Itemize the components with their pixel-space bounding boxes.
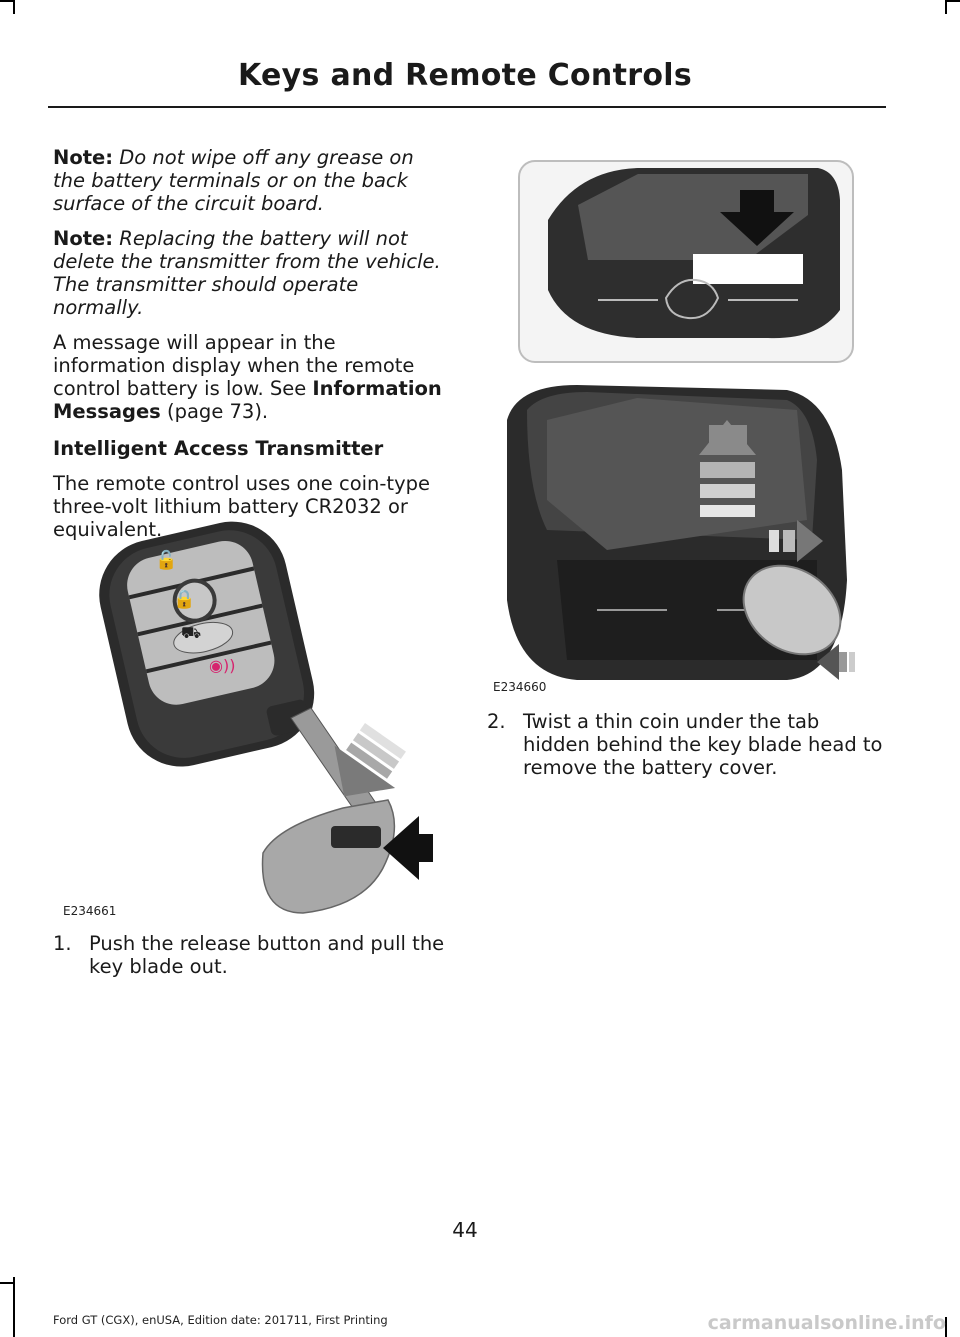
page-reference: (page 73). [167, 400, 269, 423]
crop-mark [946, 0, 960, 2]
panic-icon: ◉)) [209, 656, 235, 675]
svg-text:⛟: ⛟ [181, 623, 201, 642]
crop-mark [13, 1277, 15, 1337]
header-divider [48, 106, 886, 108]
svg-text:◉)): ◉)) [209, 656, 235, 675]
liftgate-icon: ⛟ [181, 623, 201, 642]
note-text: Do not wipe off any grease on the batter… [53, 146, 414, 215]
note-label: Note: [53, 227, 114, 250]
step-1: 1. Push the release button and pull the … [53, 932, 448, 978]
section-heading: Intelligent Access Transmitter [53, 437, 384, 460]
battery-removal-figure: E234660 [487, 380, 857, 698]
key-fob-illustration: 🔓 🔒 ⛟ ◉)) [99, 521, 433, 914]
battery-removal-illustration [507, 385, 855, 680]
step-number: 1. [53, 932, 72, 955]
crop-mark [0, 0, 14, 2]
note-label: Note: [53, 146, 114, 169]
battery-cover-figure [518, 160, 854, 363]
crop-mark [945, 1317, 947, 1337]
note-battery-grease: Note: Do not wipe off any grease on the … [53, 146, 448, 215]
battery-cover-illustration [518, 160, 854, 363]
page-number: 44 [452, 1218, 478, 1242]
crop-mark [0, 1282, 14, 1284]
svg-text:🔒: 🔒 [173, 589, 195, 610]
unlock-icon: 🔓 [155, 549, 177, 571]
crop-mark [13, 0, 15, 14]
left-column: Note: Do not wipe off any grease on the … [53, 146, 448, 553]
lock-icon: 🔒 [173, 589, 195, 610]
message-paragraph: A message will appear in the information… [53, 331, 448, 423]
right-arrow-icon [769, 520, 823, 562]
step-text: Twist a thin coin under the tab hidden b… [523, 710, 883, 779]
note-battery-replace: Note: Replacing the battery will not del… [53, 227, 448, 319]
note-text: Replacing the battery will not delete th… [53, 227, 441, 319]
down-arrow-icon [720, 190, 794, 246]
crop-mark [945, 0, 947, 14]
page-title: Keys and Remote Controls [238, 58, 692, 93]
figure-code: E234661 [63, 904, 117, 918]
key-fob-figure: 🔓 🔒 ⛟ ◉)) E234661 [53, 508, 448, 921]
watermark: carmanualsonline.info [707, 1312, 946, 1334]
figure-code: E234660 [493, 680, 547, 694]
information-messages-link[interactable]: Information Messages [53, 377, 442, 423]
svg-text:🔓: 🔓 [155, 549, 177, 571]
step-2: 2. Twist a thin coin under the tab hidde… [487, 710, 887, 779]
edition-footer: Ford GT (CGX), enUSA, Edition date: 2017… [53, 1313, 388, 1327]
left-arrow-icon [817, 644, 855, 680]
step-text: Push the release button and pull the key… [89, 932, 445, 978]
step-number: 2. [487, 710, 506, 733]
up-arrow-icon [699, 420, 756, 517]
battery-paragraph: The remote control uses one coin-type th… [53, 472, 430, 541]
message-text: A message will appear in the information… [53, 331, 415, 400]
